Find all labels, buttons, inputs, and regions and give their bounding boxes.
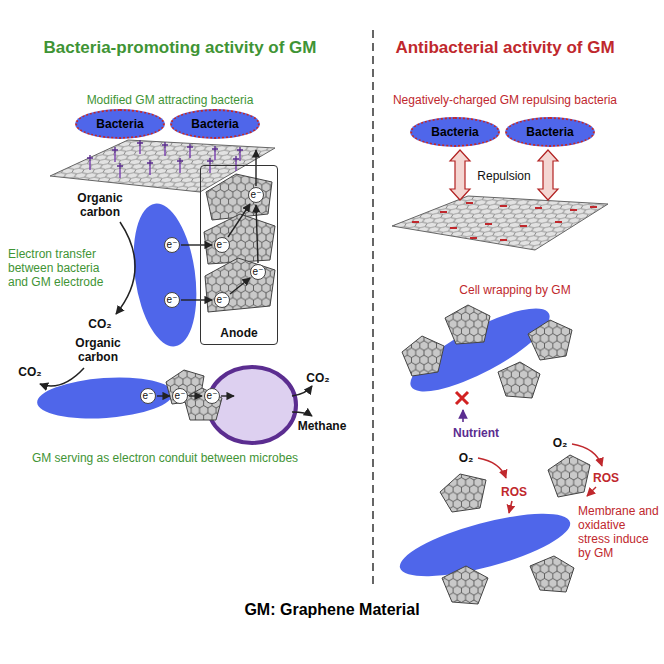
metabolism-arrow (116, 222, 135, 314)
electron-arrow (181, 299, 212, 300)
chemical-label: ROS (588, 471, 624, 485)
bacteria-cell: Bacteria (410, 117, 500, 147)
metabolism-arrow (40, 368, 84, 386)
graphene-flake (204, 214, 275, 264)
anode-box: Anode (200, 165, 278, 345)
electron-label: e⁻ (164, 237, 180, 253)
chemical-label: CO₂ (10, 365, 50, 379)
electron-arrow (228, 204, 250, 237)
ros-arrow (587, 487, 596, 496)
panel-label: Negatively-charged GM repulsing bacteria (365, 93, 645, 107)
electron-label: e⁻ (214, 292, 230, 308)
repulsion-arrow (538, 150, 558, 200)
graphene-flake (442, 566, 488, 604)
node-text: Bacteria (191, 117, 238, 131)
column-heading: Antibacterial activity of GM (355, 38, 655, 58)
caption: GM: Graphene Material (182, 601, 482, 620)
electron-arrow (189, 395, 202, 396)
graphene-flake (445, 305, 490, 344)
chemical-label: O₂ (451, 451, 481, 465)
metabolism-arrow (292, 412, 312, 416)
electron-arrow (157, 395, 170, 396)
ros-arrow (509, 501, 512, 513)
bacteria-cell: Bacteria (75, 109, 165, 139)
panel-label: GM serving as electron conduit between m… (0, 451, 330, 465)
electron-label: e⁻ (250, 264, 266, 280)
divider-line (372, 30, 374, 588)
graphene-flake (498, 362, 540, 398)
electron-arrow (230, 278, 250, 294)
chemical-label: Organic carbon (69, 191, 131, 219)
nutrient-arrow (462, 410, 464, 422)
bacteria-cell: Bacteria (505, 117, 595, 147)
graphene-flake (530, 556, 574, 592)
electron-arrow (256, 205, 258, 263)
electron-arrow (181, 244, 212, 245)
wire-line (255, 150, 256, 186)
electron-label: e⁻ (172, 388, 188, 404)
graphene-flake (548, 455, 590, 497)
electron-label: e⁻ (164, 292, 180, 308)
node-text: Bacteria (431, 125, 478, 139)
arrow-label: Repulsion (473, 169, 535, 183)
node-text: Bacteria (96, 117, 143, 131)
negative-charge-marks (412, 203, 597, 240)
graphene-flake (184, 388, 222, 420)
bacterium-cell (36, 373, 174, 422)
ligand-lines (90, 146, 240, 178)
electron-label: e⁻ (204, 388, 220, 404)
graphene-sheet (392, 196, 608, 250)
chemical-label: CO₂ (298, 371, 338, 385)
methanogen-cell (208, 367, 296, 443)
panel-label: Modified GM attracting bacteria (40, 93, 300, 107)
chemical-label: ROS (494, 485, 534, 499)
bacteria-cell: Bacteria (170, 109, 260, 139)
chemical-label: Organic carbon (67, 336, 129, 364)
panel-label: Membrane and oxidative stress induce by … (578, 504, 660, 561)
ros-arrow (478, 458, 506, 478)
graphene-flake (205, 258, 275, 312)
electron-label: e⁻ (248, 187, 264, 203)
panel-label: Electron transfer between bacteria and G… (8, 247, 116, 289)
chemical-label: Nutrient (441, 426, 511, 440)
block-cross (456, 392, 468, 404)
graphene-flake (528, 320, 572, 360)
repulsion-arrow (450, 150, 470, 200)
metabolism-arrow (292, 386, 312, 396)
column-heading: Bacteria-promoting activity of GM (10, 38, 350, 58)
electron-arrow (221, 395, 234, 396)
chemical-label: O₂ (545, 436, 575, 450)
electron-label: e⁻ (214, 237, 230, 253)
panel-label: Cell wrapping by GM (415, 283, 615, 297)
graphene-flake (402, 336, 444, 376)
ros-arrow (572, 444, 602, 466)
graphene-flake (206, 174, 272, 220)
node-text: Bacteria (526, 125, 573, 139)
chemical-label: CO₂ (80, 317, 120, 331)
node-text: Anode (217, 326, 260, 340)
electron-label: e⁻ (140, 388, 156, 404)
graphene-flake (440, 474, 486, 512)
bacterium-cell (125, 200, 204, 351)
chemical-label: Methane (290, 419, 354, 433)
